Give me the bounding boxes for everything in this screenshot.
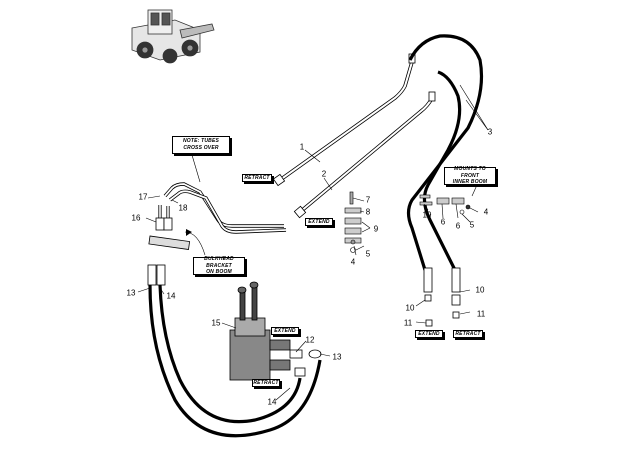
callout-6b: 6 — [455, 221, 461, 231]
tag-retract-hose: RETRACT — [453, 330, 483, 338]
callout-11a: 11 — [403, 318, 413, 328]
callout-17: 17 — [138, 192, 148, 202]
callout-1: 1 — [299, 142, 305, 152]
callout-14a: 14 — [166, 291, 176, 301]
callout-15: 15 — [211, 318, 221, 328]
tube-1 — [272, 53, 416, 187]
bulkhead-arrow — [186, 229, 192, 236]
note-mounts-to-front: MOUNTS TO FRONT INNER BOOM — [444, 165, 496, 186]
note-bulkhead-bracket: BULKHEAD BRACKET ON BOOM — [193, 255, 245, 276]
callout-19: 19 — [422, 210, 432, 220]
crossover-tubes — [158, 182, 287, 234]
tag-extend-hose: EXTEND — [415, 330, 443, 338]
callout-4a: 4 — [350, 257, 356, 267]
note-bulkhead-line2: ON BOOM — [206, 269, 232, 276]
bulkhead-fittings — [147, 217, 191, 286]
callout-14b: 14 — [267, 397, 277, 407]
callout-16: 16 — [131, 213, 141, 223]
callout-9: 9 — [373, 224, 379, 234]
callout-6a: 6 — [440, 217, 446, 227]
note-mounts-line1: MOUNTS TO FRONT — [454, 165, 486, 179]
clamp-hardware-center — [344, 191, 362, 253]
callout-5b: 5 — [469, 220, 475, 230]
callout-5a: 5 — [365, 249, 371, 259]
tube-2 — [293, 91, 436, 219]
hose-13-14 — [148, 284, 322, 438]
callout-13a: 13 — [126, 288, 136, 298]
telehandler-icon — [131, 9, 215, 64]
note-mounts-line2: INNER BOOM — [452, 179, 488, 186]
callout-13b: 13 — [332, 352, 342, 362]
callout-4b: 4 — [483, 207, 489, 217]
callout-10a: 10 — [405, 303, 415, 313]
callout-12: 12 — [305, 335, 315, 345]
clamp-hardware-right — [419, 194, 471, 215]
callout-11b: 11 — [476, 309, 486, 319]
tag-extend-valve: EXTEND — [271, 327, 299, 335]
tag-retract-tube: RETRACT — [242, 174, 272, 182]
control-valve-icon — [229, 281, 322, 381]
note-tubes-cross-over: NOTE: TUBES CROSS OVER — [172, 136, 230, 154]
callout-10b: 10 — [475, 285, 485, 295]
callout-3: 3 — [487, 127, 493, 137]
note-bulkhead-line1: BULKHEAD BRACKET — [204, 255, 234, 269]
callout-2: 2 — [321, 169, 327, 179]
tag-extend-tube: EXTEND — [305, 218, 333, 226]
note-tubes-line2: CROSS OVER — [183, 145, 219, 151]
note-tubes-line1: NOTE: TUBES — [182, 138, 220, 145]
tag-retract-valve: RETRACT — [252, 379, 280, 387]
callout-18: 18 — [178, 203, 188, 213]
callout-7: 7 — [365, 195, 371, 205]
leader-lines — [137, 84, 489, 401]
hose-3 — [406, 34, 484, 271]
callout-8: 8 — [365, 207, 371, 217]
hose-end-fittings — [423, 267, 461, 327]
